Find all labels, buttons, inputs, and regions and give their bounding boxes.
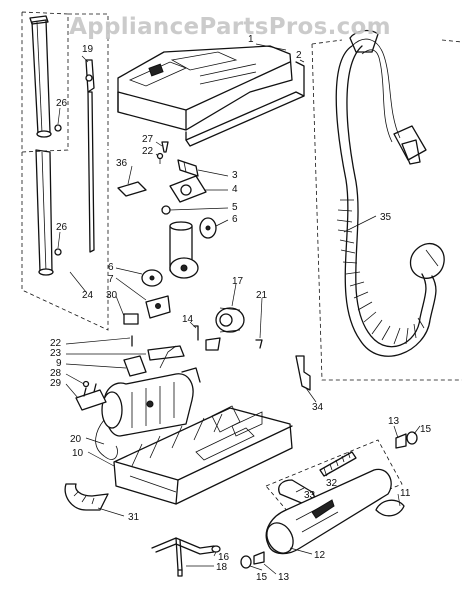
screw-22-upper[interactable] xyxy=(156,152,164,165)
cord-20[interactable] xyxy=(95,419,118,460)
bearing-13-upper[interactable] xyxy=(395,433,407,449)
label-7[interactable]: 7 xyxy=(108,274,114,285)
pad-36[interactable] xyxy=(117,181,147,197)
wand-clip-lower[interactable] xyxy=(54,248,62,256)
wand-box xyxy=(21,11,109,331)
label-34[interactable]: 34 xyxy=(312,402,324,413)
label-18[interactable]: 18 xyxy=(216,562,228,573)
label-19[interactable]: 19 xyxy=(82,44,94,55)
label-22-lower[interactable]: 22 xyxy=(50,338,62,349)
label-27[interactable]: 27 xyxy=(142,134,154,145)
label-31[interactable]: 31 xyxy=(128,512,140,523)
wand-clip-upper[interactable] xyxy=(54,124,62,132)
disc-6a[interactable] xyxy=(199,217,217,239)
label-30[interactable]: 30 xyxy=(106,290,118,301)
hood-gasket[interactable] xyxy=(185,61,305,147)
label-5[interactable]: 5 xyxy=(232,202,238,213)
label-29[interactable]: 29 xyxy=(50,378,62,389)
label-4[interactable]: 4 xyxy=(232,184,238,195)
bumper-31[interactable] xyxy=(64,483,109,511)
brushroll-box xyxy=(265,439,403,527)
label-12[interactable]: 12 xyxy=(314,550,326,561)
label-10[interactable]: 10 xyxy=(72,448,84,459)
label-26-upper[interactable]: 26 xyxy=(56,98,68,109)
label-17[interactable]: 17 xyxy=(232,276,244,287)
label-35[interactable]: 35 xyxy=(380,212,392,223)
label-24[interactable]: 24 xyxy=(82,290,94,301)
label-16[interactable]: 16 xyxy=(218,552,230,563)
label-15-lower[interactable]: 15 xyxy=(256,572,268,583)
washer-15-lower[interactable] xyxy=(240,555,252,569)
fan-5[interactable] xyxy=(161,205,171,215)
bracket-3[interactable] xyxy=(177,159,199,177)
brush-32[interactable] xyxy=(319,451,357,477)
label-13-lower[interactable]: 13 xyxy=(278,572,290,583)
label-11[interactable]: 11 xyxy=(400,488,411,499)
screw-27[interactable] xyxy=(161,141,169,153)
switch-29[interactable] xyxy=(75,383,107,411)
bracket-23[interactable] xyxy=(147,345,185,361)
end-cap-11[interactable] xyxy=(375,499,405,517)
upper-wand-tube[interactable] xyxy=(29,15,52,138)
screw-28[interactable] xyxy=(82,380,90,388)
label-2[interactable]: 2 xyxy=(296,50,302,61)
label-20[interactable]: 20 xyxy=(70,434,82,445)
base-chassis[interactable] xyxy=(113,405,293,505)
lower-wand-tube[interactable] xyxy=(35,149,54,276)
label-3[interactable]: 3 xyxy=(232,170,238,181)
leader-lines xyxy=(57,43,421,575)
crevice-tool[interactable] xyxy=(85,59,95,253)
label-6a[interactable]: 6 xyxy=(232,214,238,225)
label-22-upper[interactable]: 22 xyxy=(142,146,154,157)
label-36[interactable]: 36 xyxy=(116,158,128,169)
bearing-17[interactable] xyxy=(215,307,245,333)
brushroll-12[interactable] xyxy=(262,468,392,557)
bearing-13-lower[interactable] xyxy=(253,551,265,565)
block-30[interactable] xyxy=(123,313,139,325)
hose-assembly[interactable] xyxy=(335,29,445,357)
impeller[interactable] xyxy=(169,257,199,279)
hood-cover[interactable] xyxy=(117,45,293,131)
label-32[interactable]: 32 xyxy=(326,478,338,489)
label-9[interactable]: 9 xyxy=(56,358,62,369)
part-labels: 1 2 19 26 26 24 27 22 36 3 4 5 6 35 6 7 … xyxy=(50,34,432,583)
clip-34[interactable] xyxy=(295,355,311,391)
hose-box xyxy=(311,39,462,381)
bracket-14[interactable] xyxy=(193,325,221,351)
bracket-7[interactable] xyxy=(145,295,171,319)
watermark: AppliancePartsPros.com xyxy=(69,14,391,40)
label-33[interactable]: 33 xyxy=(304,490,316,501)
label-6b[interactable]: 6 xyxy=(108,262,114,273)
label-13-upper[interactable]: 13 xyxy=(388,416,400,427)
label-1[interactable]: 1 xyxy=(248,34,254,45)
disc-6b[interactable] xyxy=(141,269,163,287)
label-26-lower[interactable]: 26 xyxy=(56,222,68,233)
housing-4[interactable] xyxy=(169,175,207,203)
label-15-upper[interactable]: 15 xyxy=(420,424,432,435)
label-23[interactable]: 23 xyxy=(50,348,62,359)
label-14[interactable]: 14 xyxy=(182,314,194,325)
screw-21[interactable] xyxy=(255,339,263,349)
handle-16[interactable] xyxy=(151,537,221,577)
label-28[interactable]: 28 xyxy=(50,368,62,379)
washer-15-upper[interactable] xyxy=(406,431,418,445)
label-21[interactable]: 21 xyxy=(256,290,268,301)
main-motor[interactable] xyxy=(101,345,201,437)
